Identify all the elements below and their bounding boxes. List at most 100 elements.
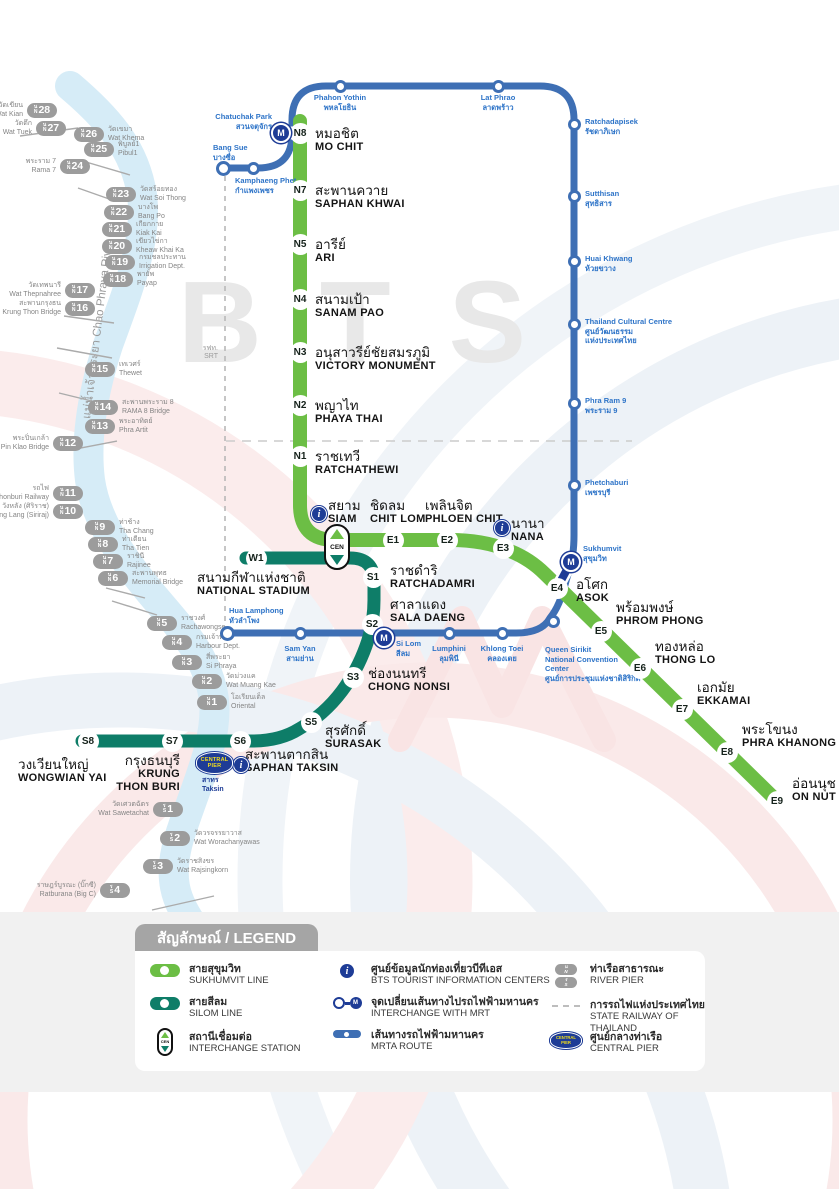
river-pier-label-N10: วังหลัง (ศิริราช)Wang Lang (Siriraj) xyxy=(0,503,49,519)
bts-station-E1: E1 xyxy=(382,529,404,551)
mrta-route-icon xyxy=(333,1030,361,1038)
sukhumvit-line-path xyxy=(293,114,784,808)
mrt-station-huai-khwang xyxy=(567,254,581,268)
bts-station-S1: S1 xyxy=(362,566,384,588)
mrt-station-phahon-yothin xyxy=(333,79,347,93)
tourist-info-icon: i xyxy=(340,964,354,978)
bts-watermark: BTS xyxy=(178,257,584,387)
bts-station-E6: E6 xyxy=(629,657,651,679)
background-swooshes xyxy=(0,185,839,1189)
mrt-station-queen-sirikit xyxy=(546,614,560,628)
bts-station-N4: N4 xyxy=(289,288,311,310)
mrt-station-lat-phrao xyxy=(491,79,505,93)
cen-down-triangle xyxy=(330,555,344,565)
bts-station-N3: N3 xyxy=(289,341,311,363)
bts-station-S7: S7 xyxy=(161,730,183,752)
bts-station-E3: E3 xyxy=(492,537,514,559)
interchange-station-icon: CEN xyxy=(157,1028,173,1056)
info-icon-siam: i xyxy=(311,506,327,522)
bts-station-E5: E5 xyxy=(590,620,612,642)
bts-station-N1: N1 xyxy=(289,445,311,467)
cen-up-triangle xyxy=(330,529,344,539)
sukhumvit-line-icon xyxy=(150,964,180,977)
river-pier-label-N7: ราชินีRajinee xyxy=(127,553,151,569)
station-label-N5: อารีย์ARI xyxy=(315,237,346,264)
mrt-station-ratchadapisek xyxy=(567,117,581,131)
bts-station-N7: N7 xyxy=(289,179,311,201)
mrt-station-phra-ram-9 xyxy=(567,396,581,410)
state-railway-icon xyxy=(552,1005,580,1007)
mrt-station-hua-lamphong xyxy=(219,625,235,641)
mrt-station-sutthisan xyxy=(567,189,581,203)
station-label-S1: ราชดำริRATCHADAMRI xyxy=(390,563,475,590)
mrt-station-sam-yan xyxy=(293,626,307,640)
mrt-m-icon-sukhumvit: M xyxy=(561,552,581,572)
siam-interchange-cen: CEN xyxy=(324,524,350,570)
river-pier-label-N17: วัดเทพนารีWat Thepnahree xyxy=(9,282,61,298)
river-pier-label-N12: พระปิ่นเกล้าPhra Pin Klao Bridge xyxy=(0,435,49,451)
bts-station-E4: E4 xyxy=(546,577,568,599)
legend-header: สัญลักษณ์ / LEGEND xyxy=(135,924,318,951)
mrt-station-phetchaburi xyxy=(567,478,581,492)
mrt-m-icon-si-lom: M xyxy=(374,628,394,648)
